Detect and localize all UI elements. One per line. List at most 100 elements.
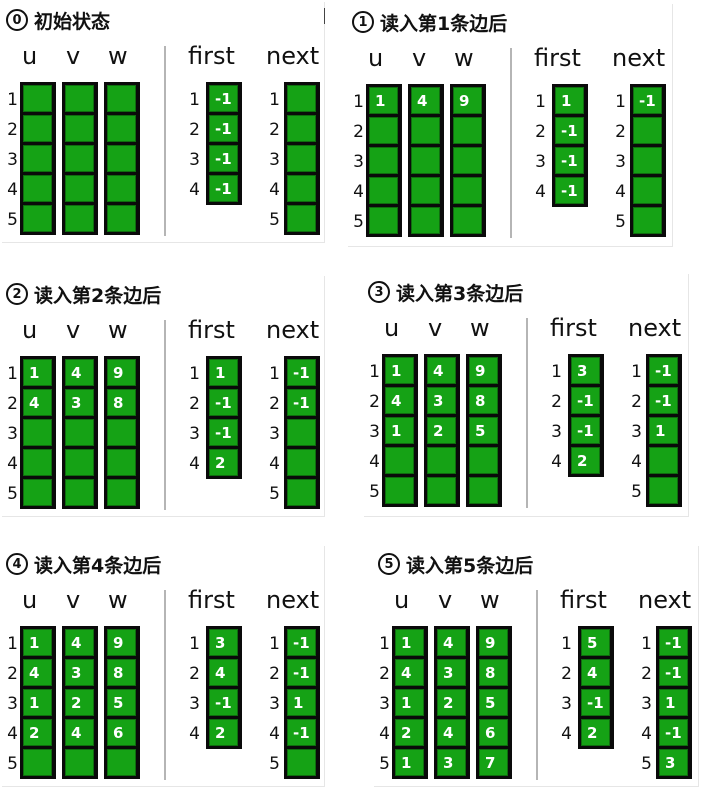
next-row-label: 2 (269, 120, 280, 140)
first-row-label: 4 (189, 454, 200, 474)
panel-title-text: 读入第3条边后 (396, 282, 524, 305)
panel-title-text: 读入第5条边后 (406, 554, 534, 577)
column-next-cell (287, 749, 316, 776)
panel-title-text: 读入第4条边后 (34, 554, 162, 577)
column-u-cell (385, 447, 414, 474)
header-next: next (266, 42, 320, 70)
first-row-label: 3 (561, 694, 572, 714)
column-w-cell: 9 (107, 359, 136, 386)
header-first: first (550, 314, 597, 342)
first-row-label: 3 (535, 152, 546, 172)
row-label: 3 (7, 150, 18, 170)
next-row-label: 5 (269, 484, 280, 504)
column-u-cell: 4 (385, 387, 414, 414)
column-u-cell (369, 117, 398, 144)
column-w: 9 (450, 84, 486, 237)
column-u-cell (23, 115, 52, 142)
column-u-cell: 2 (23, 719, 52, 746)
column-first-cell: -1 (571, 387, 600, 414)
column-first-cell: -1 (209, 419, 238, 446)
panel-title-text: 读入第2条边后 (34, 284, 162, 307)
column-next-cell (287, 145, 316, 172)
column-v-cell: 4 (427, 357, 456, 384)
column-next-cell: 1 (659, 689, 688, 716)
panel-title: 3 读入第3条边后 (368, 278, 523, 306)
first-row-label: 1 (189, 634, 200, 654)
column-w-cell: 9 (479, 629, 508, 656)
column-v-cell: 4 (65, 359, 94, 386)
next-row-label: 2 (269, 664, 280, 684)
column-u-cell (369, 177, 398, 204)
section-divider (164, 320, 166, 510)
column-v-cell (411, 117, 440, 144)
header-first: first (534, 44, 581, 72)
first-row-label: 3 (551, 422, 562, 442)
column-u-cell (23, 419, 52, 446)
panel-title-text: 读入第1条边后 (380, 12, 508, 35)
row-label: 3 (353, 152, 364, 172)
next-row-label: 2 (641, 664, 652, 684)
column-next-cell (287, 449, 316, 476)
next-row-label: 1 (269, 634, 280, 654)
first-row-label: 2 (551, 392, 562, 412)
column-first-cell: 4 (581, 659, 610, 686)
column-v-cell: 3 (437, 749, 466, 776)
row-label: 4 (7, 724, 18, 744)
first-row-label: 1 (535, 92, 546, 112)
row-label: 2 (353, 122, 364, 142)
next-row-label: 2 (615, 122, 626, 142)
column-next-cell: 3 (659, 749, 688, 776)
column-next-cell (649, 447, 678, 474)
column-next-cell: -1 (659, 719, 688, 746)
column-w-cell (453, 147, 482, 174)
column-u-cell (23, 85, 52, 112)
column-w-cell (107, 419, 136, 446)
column-u-cell: 4 (395, 659, 424, 686)
row-label: 4 (379, 724, 390, 744)
column-w-cell (107, 175, 136, 202)
separator-mark (324, 8, 325, 24)
next-row-label: 2 (631, 392, 642, 412)
column-v-cell (65, 449, 94, 476)
section-divider (164, 590, 166, 780)
step-number-badge: 3 (368, 281, 390, 303)
column-next-cell: -1 (649, 357, 678, 384)
header-u: u (22, 586, 38, 614)
column-u-cell (23, 449, 52, 476)
row-label: 5 (7, 210, 18, 230)
column-next-cell: -1 (287, 389, 316, 416)
next-row-label: 3 (269, 694, 280, 714)
column-first-cell: 4 (209, 659, 238, 686)
column-u-cell: 1 (369, 87, 398, 114)
column-u-cell (23, 145, 52, 172)
row-label: 5 (369, 482, 380, 502)
section-divider (536, 590, 538, 780)
header-u: u (394, 586, 410, 614)
row-label: 5 (7, 484, 18, 504)
column-w-cell (107, 479, 136, 506)
row-label: 3 (7, 694, 18, 714)
column-v-cell (65, 85, 94, 112)
column-w-cell: 5 (479, 689, 508, 716)
column-v-cell (65, 479, 94, 506)
row-label: 1 (379, 634, 390, 654)
column-first-cell: 1 (209, 359, 238, 386)
column-w-cell: 9 (453, 87, 482, 114)
next-row-label: 2 (269, 394, 280, 414)
column-next-cell (287, 175, 316, 202)
first-row-label: 2 (535, 122, 546, 142)
column-v-cell (427, 477, 456, 504)
column-w-cell: 6 (107, 719, 136, 746)
first-row-label: 3 (189, 424, 200, 444)
row-label: 3 (379, 694, 390, 714)
row-label: 4 (353, 182, 364, 202)
column-w-cell: 7 (479, 749, 508, 776)
